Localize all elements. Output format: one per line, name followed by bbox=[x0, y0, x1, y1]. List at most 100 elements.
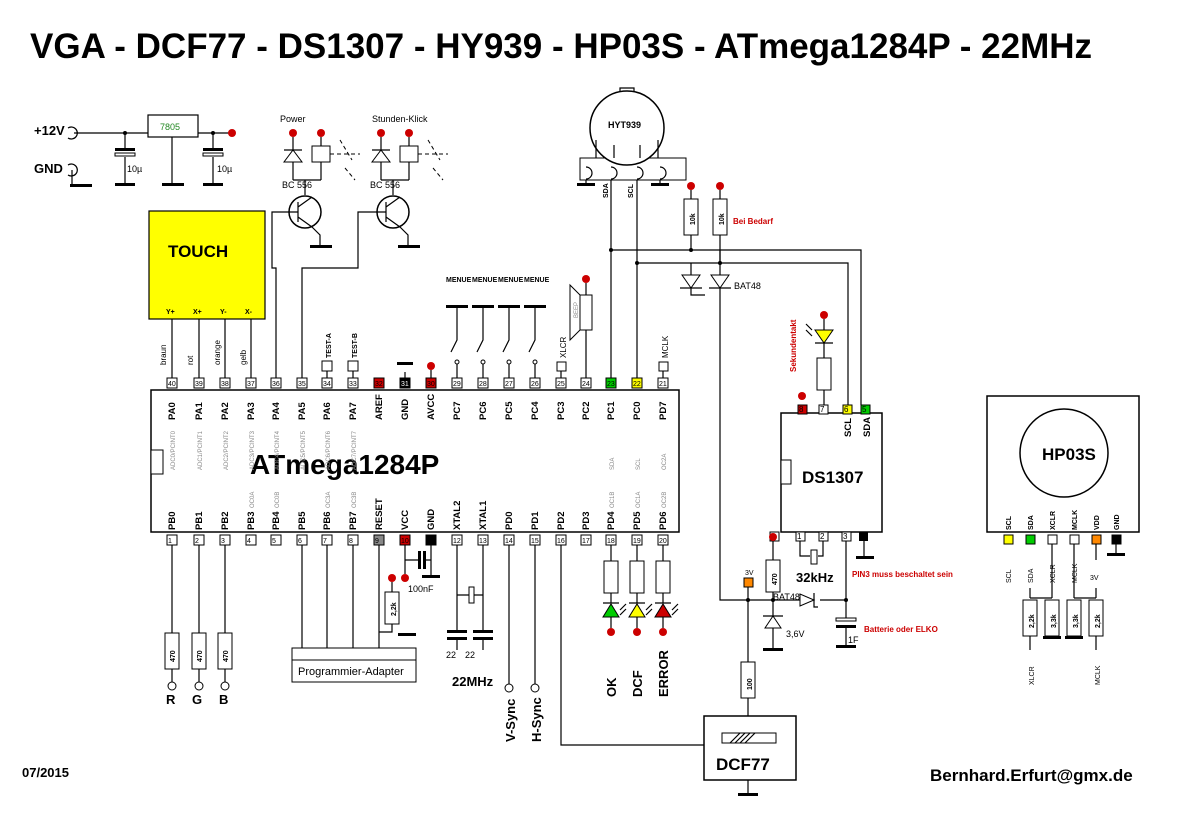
mcu-pin-38-alt: ADC2/PCINT2 bbox=[224, 430, 230, 470]
hp-res-2-label: 3,3k bbox=[1073, 614, 1080, 628]
mcu-pin-35-num: 35 bbox=[298, 381, 306, 388]
bat48-label: BAT48 bbox=[734, 281, 761, 291]
mcu-pin-21-num: 21 bbox=[659, 381, 667, 388]
power-relay-label: Power bbox=[280, 114, 306, 124]
mcu-pin-27-name: PC5 bbox=[504, 401, 515, 420]
mcu-bottom-pin-box bbox=[270, 534, 282, 546]
test-b-label: TEST-B bbox=[352, 333, 359, 358]
dcf77-module: 3V 100 DCF77 bbox=[560, 545, 797, 796]
mcu-pin-12-name: XTAL2 bbox=[452, 501, 463, 530]
hp-res-1-label: 3,3k bbox=[1051, 614, 1058, 628]
menue-switch bbox=[502, 308, 510, 378]
schematic-title: VGA - DCF77 - DS1307 - HY939 - HP03S - A… bbox=[30, 27, 1092, 66]
led-arrow bbox=[629, 602, 653, 616]
menue-switch bbox=[528, 308, 536, 378]
mcu-pin-22-num: 22 bbox=[633, 381, 641, 388]
mcu-pin-15-num: 15 bbox=[531, 538, 539, 545]
touch-label: TOUCH bbox=[168, 242, 228, 261]
hp-mclk-out: MCLK bbox=[1095, 665, 1102, 685]
power-supply: +12V GND 7805 10µ 10µ bbox=[34, 114, 236, 187]
cap2-label: 10µ bbox=[217, 164, 232, 174]
mcu-pin-20-alt: OC2B bbox=[662, 492, 668, 508]
vsync-label: V-Sync bbox=[503, 699, 518, 742]
mcu-pin-23-name: PC1 bbox=[606, 401, 617, 420]
mcu-pin-6-name: PB5 bbox=[297, 511, 308, 530]
test-a-label: TEST-A bbox=[326, 333, 333, 358]
mcu-pin-5-name: PB4 bbox=[271, 511, 282, 530]
hsync-label: H-Sync bbox=[529, 697, 544, 742]
hp-pin-box bbox=[1069, 534, 1080, 545]
menue-gnd bbox=[524, 305, 546, 308]
battery-note: Batterie oder ELKO bbox=[864, 625, 938, 634]
bedarf-note: Bei Bedarf bbox=[733, 217, 773, 226]
mcu-pin-36-num: 36 bbox=[272, 381, 280, 388]
vga-g-label: G bbox=[192, 692, 202, 707]
vga-resistor bbox=[217, 632, 233, 670]
rtc-pin6: 6 bbox=[844, 405, 849, 414]
mcu-pin-7-alt: OC3A bbox=[326, 492, 332, 508]
led-icon bbox=[654, 603, 672, 618]
hp-pin-vdd: VDD bbox=[1094, 515, 1101, 530]
prog-label: Programmier-Adapter bbox=[298, 666, 404, 678]
prog-cap-label: 100nF bbox=[408, 584, 434, 594]
mcu-pin-22-alt: SCL bbox=[636, 458, 642, 470]
mcu-pin-11-num: 11 bbox=[427, 538, 434, 545]
mcu-pin-9-num: 9 bbox=[375, 538, 379, 545]
hp-bottom-xclr: XCLR bbox=[1050, 564, 1057, 583]
mcu-bottom-pin-box bbox=[580, 534, 592, 546]
dcf-3v-label: 3V bbox=[745, 570, 754, 577]
mcu-pin-31-num: 31 bbox=[401, 381, 409, 388]
hp-res-3-label: 2,2k bbox=[1095, 614, 1102, 628]
rtc-cap-label: 1F bbox=[848, 635, 859, 645]
mcu-pin-37-num: 37 bbox=[247, 381, 255, 388]
menue-switch bbox=[450, 308, 458, 378]
cap1-label: 10µ bbox=[127, 164, 142, 174]
xtal-c1-label: 22 bbox=[446, 650, 456, 660]
hp-pin-box bbox=[1091, 534, 1102, 545]
mcu-pin-25-num: 25 bbox=[557, 381, 565, 388]
mcu-pin-23-num: 23 bbox=[607, 381, 615, 388]
vga-res-label-2: 470 bbox=[197, 650, 204, 662]
rtc-pin3: 3 bbox=[843, 532, 848, 541]
hp-pin-sda: SDA bbox=[1028, 515, 1035, 530]
dcf-r100-label: 100 bbox=[747, 678, 754, 690]
touch-pin-yplus: Y+ bbox=[166, 309, 175, 316]
v12-label: +12V bbox=[34, 123, 65, 138]
mcu-pin-19-name: PD5 bbox=[632, 511, 643, 530]
mcu-pin-36-alt: ADC4/PCINT4 bbox=[275, 430, 281, 470]
mcu-pin-2-num: 2 bbox=[195, 538, 199, 545]
mcu-pin-2-name: PB1 bbox=[194, 511, 205, 530]
hp-3v-label: 3V bbox=[1090, 575, 1099, 582]
mcu-pin-27-num: 27 bbox=[505, 381, 513, 388]
vga-terminal bbox=[194, 681, 204, 691]
led-arrow bbox=[603, 602, 627, 616]
mcu-pin-34-name: PA6 bbox=[322, 402, 333, 420]
xtal-label: 22MHz bbox=[452, 674, 494, 689]
switch-contact bbox=[454, 359, 460, 365]
mcu-pin-30-name: AVCC bbox=[426, 394, 437, 420]
mcu-pin-31-name: GND bbox=[400, 399, 411, 420]
mcu-pin-8-num: 8 bbox=[349, 538, 353, 545]
mcu-pin-18-name: PD4 bbox=[606, 511, 617, 530]
rtc-bat48-label: BAT48 bbox=[773, 592, 800, 602]
touch-pin-yminus: Y- bbox=[220, 309, 227, 316]
wire-gelb: gelb bbox=[239, 349, 248, 365]
led-resistor bbox=[655, 560, 671, 594]
rtc-pin1: 1 bbox=[797, 532, 802, 541]
hyt-scl-label: SCL bbox=[628, 183, 635, 198]
mcu-bottom-pin-box bbox=[245, 534, 257, 546]
rtc-crystal-label: 32kHz bbox=[796, 570, 834, 585]
mcu-pin-1-num: 1 bbox=[168, 538, 172, 545]
led-arrow bbox=[655, 602, 679, 616]
rtc-sda: SDA bbox=[862, 417, 873, 437]
switch-contact bbox=[506, 359, 512, 365]
mcu-pin-10-num: 10 bbox=[401, 538, 409, 545]
mcu-pin-37-name: PA3 bbox=[246, 402, 257, 420]
led-label-dcf: DCF bbox=[630, 670, 645, 697]
hp-xlcr-out: XLCR bbox=[1029, 666, 1036, 685]
led-supply bbox=[607, 628, 615, 636]
